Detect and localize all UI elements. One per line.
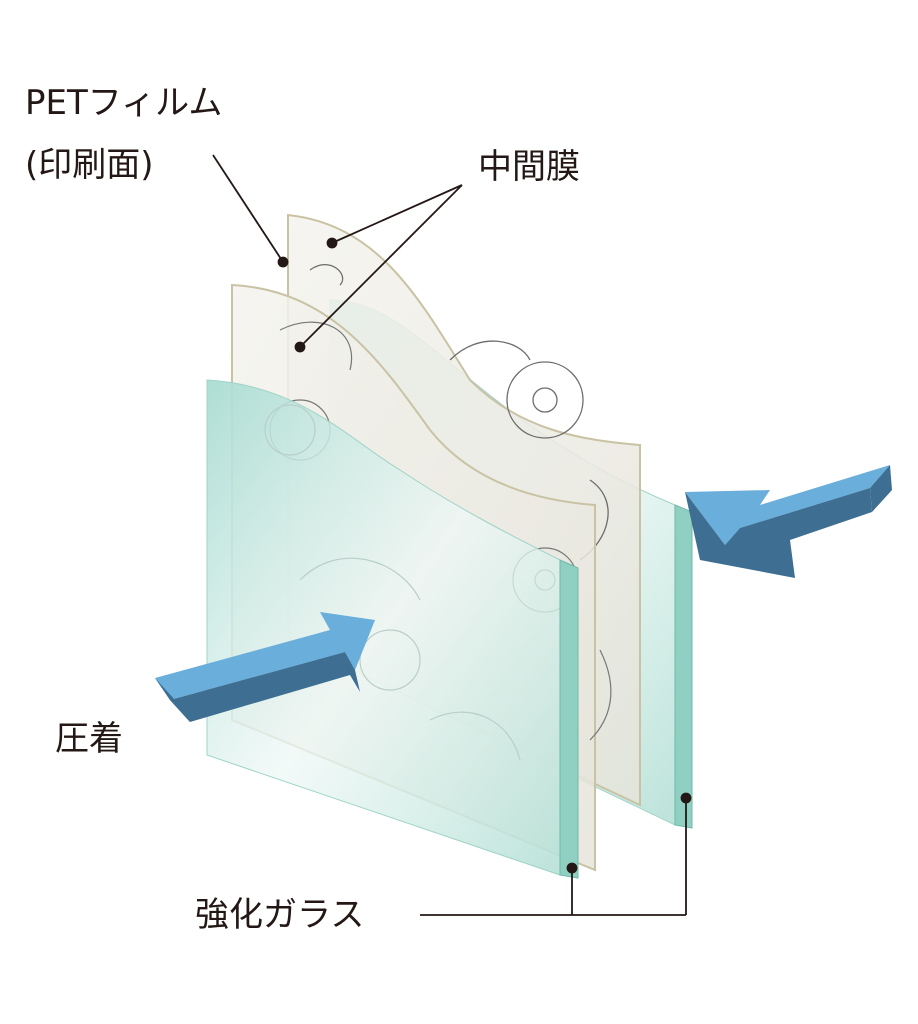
pressing-arrow-right	[685, 465, 892, 578]
pressing-arrow-left	[155, 612, 375, 722]
label-tempered-glass: 強化ガラス	[195, 895, 365, 935]
label-pressing: 圧着	[55, 719, 123, 759]
label-pet-film: PETフィルム	[25, 83, 223, 123]
label-interlayer: 中間膜	[478, 147, 580, 187]
front-tempered-glass	[206, 379, 579, 879]
label-print-side: (印刷面)	[25, 145, 154, 185]
leader-lines	[212, 154, 692, 916]
